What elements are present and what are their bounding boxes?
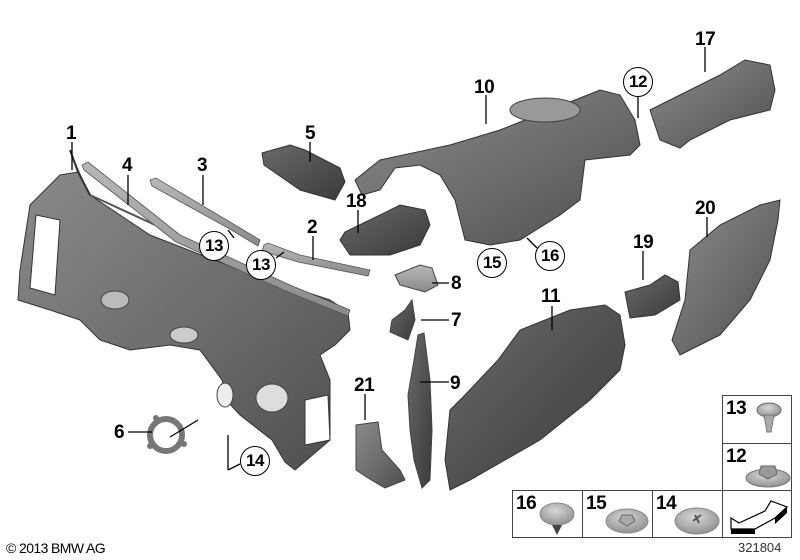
part-21-bracket xyxy=(355,421,406,489)
callout-14-circled[interactable]: 14 xyxy=(240,446,270,476)
legend-cell-direction[interactable] xyxy=(722,490,792,538)
callout-9[interactable]: 9 xyxy=(450,373,461,394)
legend-cell-15[interactable]: 15 xyxy=(582,490,653,538)
part-9-seal xyxy=(407,332,433,489)
expanding-rivet-icon xyxy=(756,402,782,433)
legend-cell-16[interactable]: 16 xyxy=(512,490,583,538)
part-20-insulation xyxy=(671,199,781,356)
part-4-seal-strip xyxy=(81,161,351,317)
callout-11[interactable]: 11 xyxy=(541,286,561,307)
callout-12-circled[interactable]: 12 xyxy=(623,67,653,97)
callout-1[interactable]: 1 xyxy=(66,123,77,144)
callout-17[interactable]: 17 xyxy=(695,29,716,50)
part-17-heat-shield xyxy=(649,59,776,149)
callout-16-circled[interactable]: 16 xyxy=(535,241,565,271)
callout-3[interactable]: 3 xyxy=(197,155,208,176)
push-clip-icon xyxy=(539,502,575,535)
part-3-seal-strip xyxy=(149,177,261,247)
direction-arrow-icon xyxy=(730,500,789,534)
nut-washer-icon xyxy=(605,508,649,534)
legend-cell-13[interactable]: 13 xyxy=(722,395,792,444)
callout-8[interactable]: 8 xyxy=(451,273,462,294)
callout-13-circled-b[interactable]: 13 xyxy=(246,250,276,280)
legend-label-14: 14 xyxy=(656,493,677,514)
legend-label-12: 12 xyxy=(726,446,747,467)
legend-cell-12[interactable]: 12 xyxy=(722,443,792,491)
callout-18[interactable]: 18 xyxy=(346,191,367,212)
part-7-bracket xyxy=(389,298,416,341)
part-11-panel xyxy=(444,304,626,491)
part-1-bulkhead xyxy=(17,149,351,471)
part-10-top-plate xyxy=(509,97,581,123)
callout-4[interactable]: 4 xyxy=(122,155,133,176)
legend-label-15: 15 xyxy=(586,493,607,514)
callout-7[interactable]: 7 xyxy=(451,310,462,331)
callout-10[interactable]: 10 xyxy=(474,77,495,98)
part-19-insulation xyxy=(624,274,681,319)
plastic-nut-icon xyxy=(674,507,720,535)
callout-19[interactable]: 19 xyxy=(633,232,654,253)
legend-label-13: 13 xyxy=(726,398,747,419)
part-6-grommet xyxy=(147,415,187,454)
copyright-text: © 2013 BMW AG xyxy=(6,540,106,556)
callout-20[interactable]: 20 xyxy=(695,198,716,219)
callout-21[interactable]: 21 xyxy=(354,375,375,396)
collar-nut-icon xyxy=(745,465,791,488)
part-8-bracket xyxy=(394,264,439,293)
legend-label-16: 16 xyxy=(516,493,537,514)
leader-lines xyxy=(71,47,708,471)
diagram-number: 321804 xyxy=(738,540,782,555)
legend-cell-14[interactable]: 14 xyxy=(652,490,723,538)
part-5-insulation xyxy=(261,144,346,201)
callout-2[interactable]: 2 xyxy=(307,217,318,238)
callout-5[interactable]: 5 xyxy=(305,123,316,144)
callout-13-circled-a[interactable]: 13 xyxy=(199,231,229,261)
callout-15-circled[interactable]: 15 xyxy=(477,248,507,278)
part-18-insulation xyxy=(339,204,431,256)
callout-6[interactable]: 6 xyxy=(114,422,125,443)
